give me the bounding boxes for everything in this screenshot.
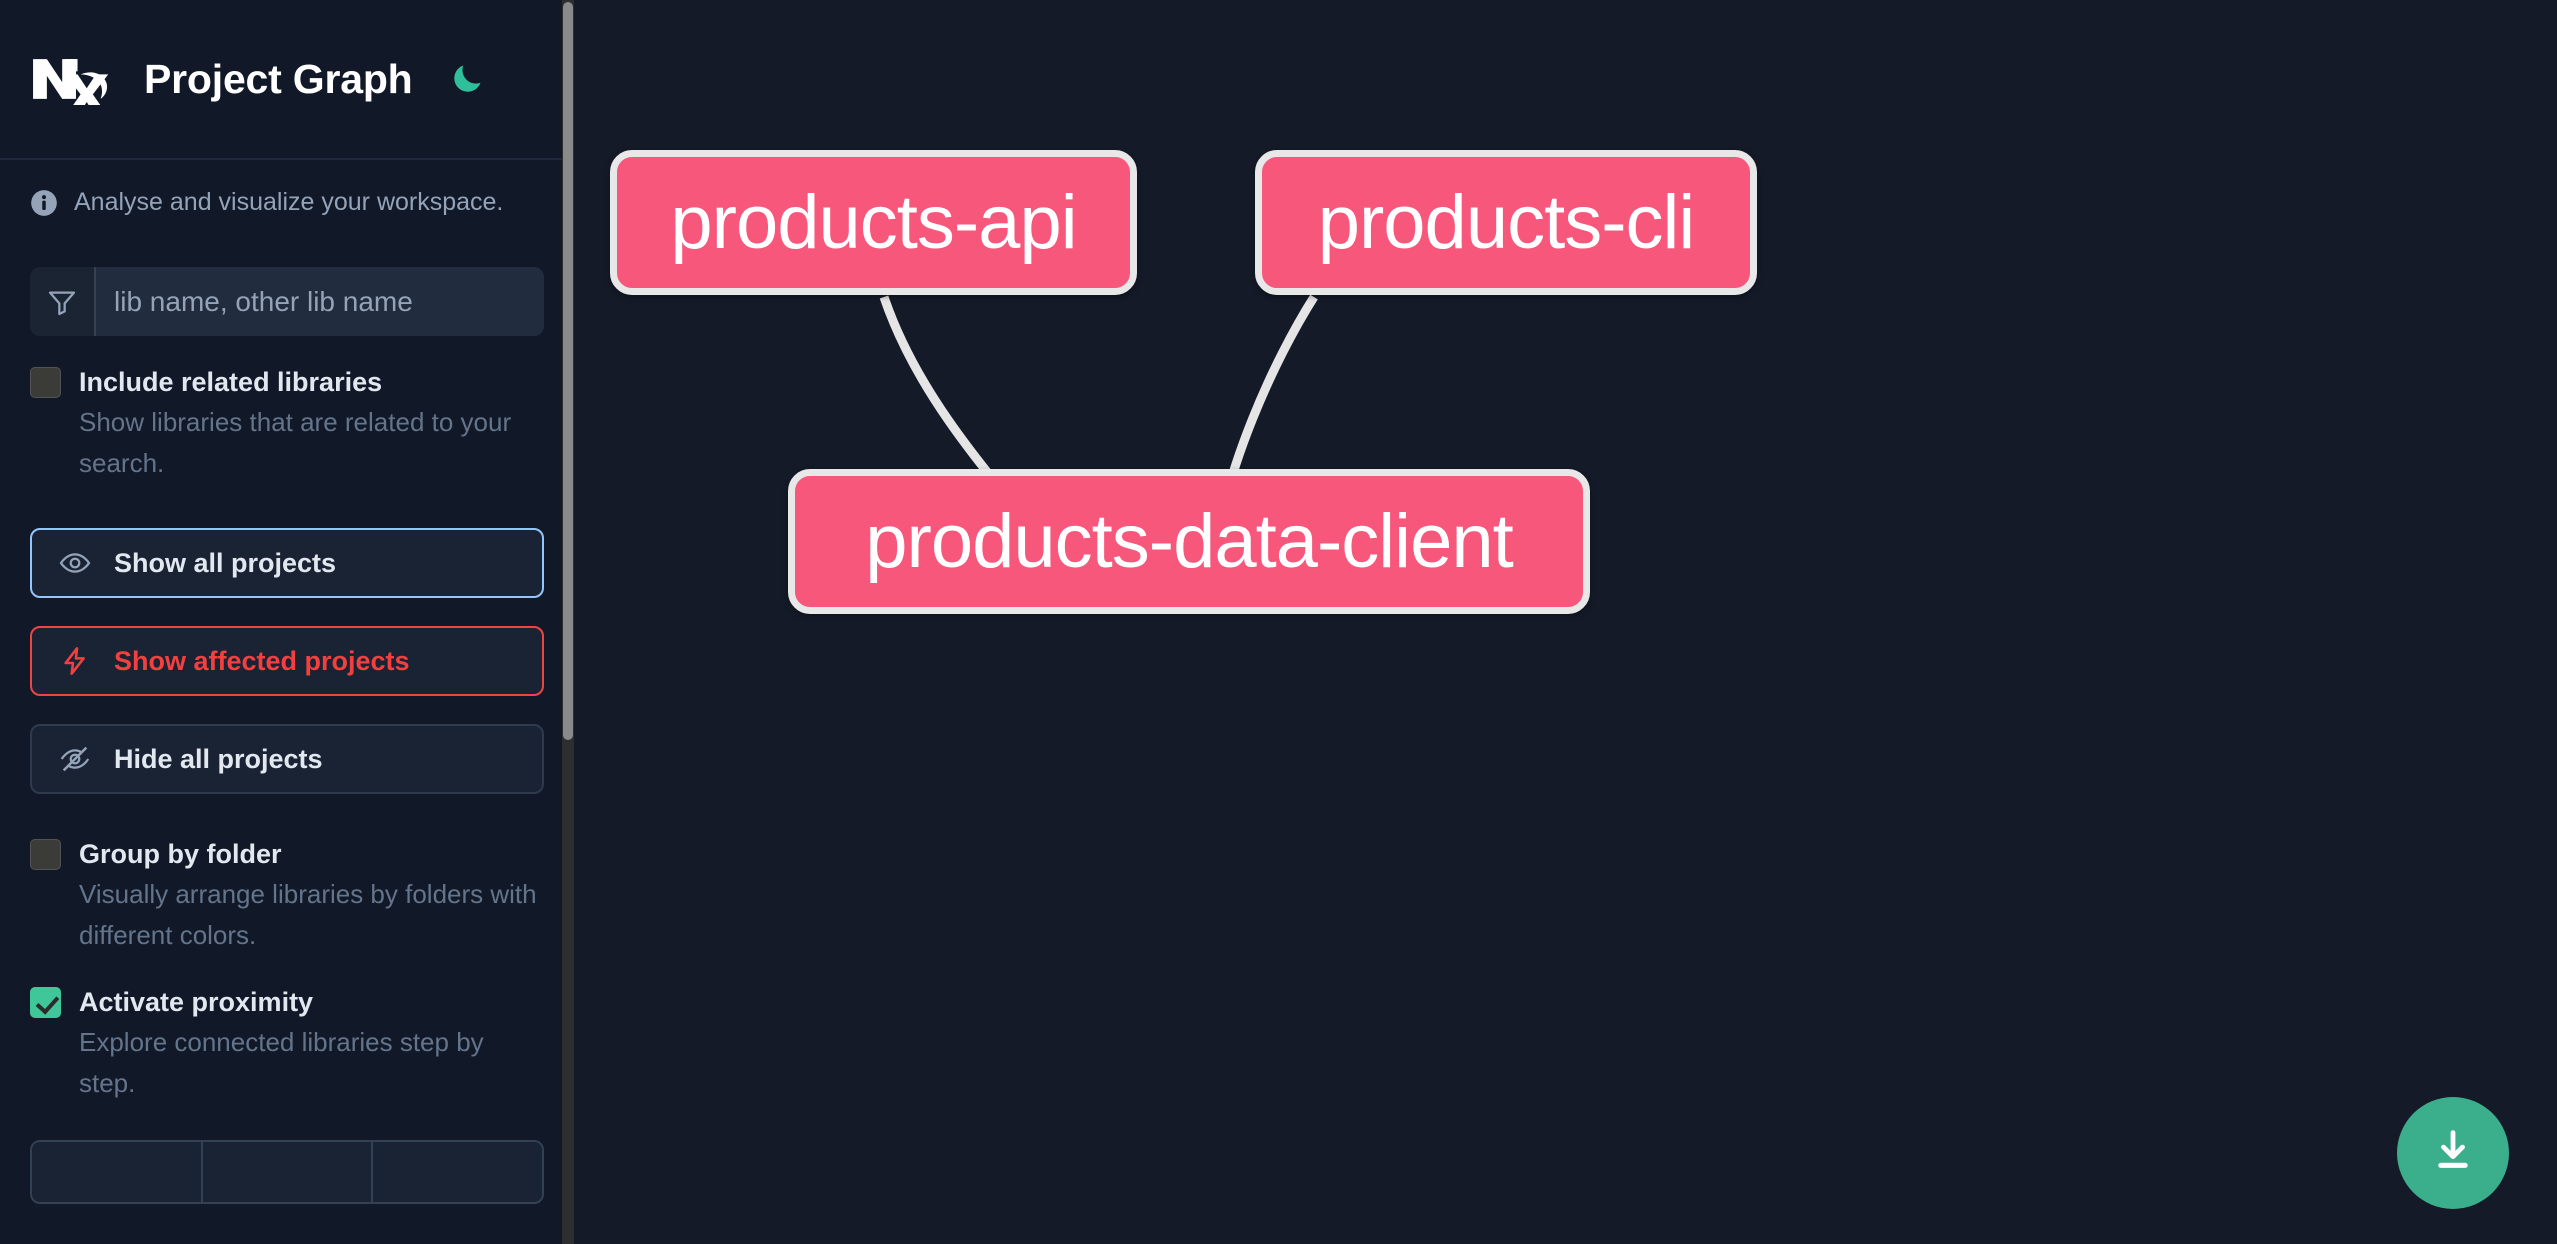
activate-proximity-checkbox[interactable]: [30, 987, 61, 1018]
info-icon: [30, 189, 58, 217]
eye-off-icon: [58, 742, 92, 776]
option-label: Group by folder: [79, 839, 282, 869]
option-description: Show libraries that are related to your …: [79, 407, 512, 478]
download-graph-button[interactable]: [2397, 1097, 2509, 1209]
button-label: Hide all projects: [114, 743, 323, 774]
button-label: Show all projects: [114, 547, 337, 578]
option-label: Include related libraries: [79, 367, 383, 397]
sidebar-scrollbar[interactable]: [562, 0, 574, 1244]
sidebar-header: Project Graph: [0, 0, 574, 160]
search-input[interactable]: [96, 267, 544, 336]
proximity-step-option[interactable]: [373, 1142, 542, 1202]
option-activate-proximity[interactable]: Activate proximity Explore connected lib…: [30, 982, 544, 1104]
sidebar-scrollbar-thumb[interactable]: [563, 2, 573, 740]
nx-logo-icon: [30, 53, 122, 115]
filter-icon: [30, 267, 96, 336]
download-icon: [2427, 1125, 2479, 1182]
sidebar-tagline: Analyse and visualize your workspace.: [30, 160, 544, 245]
proximity-step-option[interactable]: [202, 1142, 374, 1202]
option-include-related-libraries[interactable]: Include related libraries Show libraries…: [30, 362, 544, 484]
group-by-folder-checkbox[interactable]: [30, 839, 61, 870]
eye-icon: [58, 546, 92, 580]
sidebar: Project Graph Analyse and visualize your…: [0, 0, 574, 1244]
include-related-libraries-checkbox[interactable]: [30, 367, 61, 398]
sidebar-tagline-text: Analyse and visualize your workspace.: [74, 188, 504, 216]
node-label: products-api: [670, 180, 1077, 265]
lightning-icon: [58, 644, 92, 678]
sidebar-body: Analyse and visualize your workspace. In…: [0, 160, 574, 1204]
moon-icon[interactable]: [447, 59, 487, 99]
node-label: products-cli: [1317, 180, 1696, 265]
hide-all-projects-button[interactable]: Hide all projects: [30, 724, 544, 794]
option-description: Visually arrange libraries by folders wi…: [79, 879, 537, 950]
show-all-projects-button[interactable]: Show all projects: [30, 528, 544, 598]
graph-node-products-cli[interactable]: products-cli: [1255, 150, 1757, 295]
graph-node-products-data-client[interactable]: products-data-client: [788, 469, 1590, 614]
graph-node-products-api[interactable]: products-api: [610, 150, 1137, 295]
search-bar: [30, 267, 544, 336]
option-label: Activate proximity: [79, 987, 314, 1017]
proximity-step-control[interactable]: [30, 1140, 544, 1204]
button-label: Show affected projects: [114, 645, 410, 676]
node-label: products-data-client: [865, 499, 1513, 584]
page-title: Project Graph: [144, 55, 413, 102]
show-affected-projects-button[interactable]: Show affected projects: [30, 626, 544, 696]
option-description: Explore connected libraries step by step…: [79, 1027, 484, 1098]
graph-canvas[interactable]: products-api products-cli products-data-…: [574, 0, 2557, 1244]
proximity-step-option[interactable]: [32, 1142, 203, 1202]
option-group-by-folder[interactable]: Group by folder Visually arrange librari…: [30, 834, 544, 956]
